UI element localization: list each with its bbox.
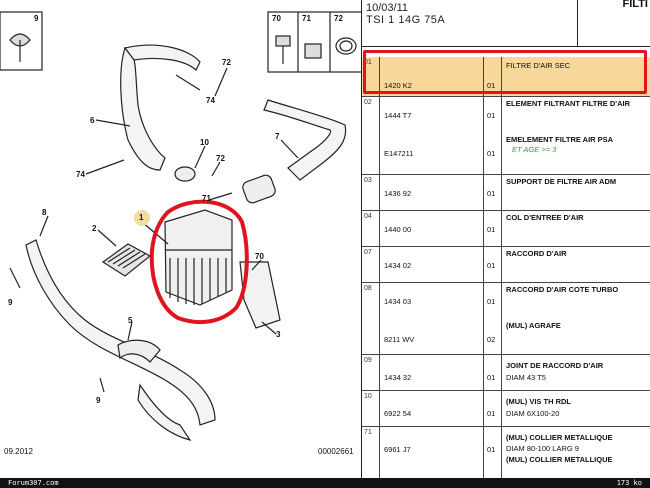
exploded-parts-diagram: 9 70 71 72 72 74 6 10 72 7 74 71 1 2 8 7… bbox=[0, 0, 362, 478]
callout-1: 1 bbox=[139, 213, 144, 222]
part-desc-detail: DIAM 43 T5 bbox=[506, 373, 546, 382]
part-ref: 6922 54 bbox=[384, 409, 412, 418]
part-ref-alt: 8211 WV bbox=[384, 335, 415, 344]
callout-5: 5 bbox=[128, 316, 133, 325]
part-desc: COL D'ENTREE D'AIR bbox=[506, 213, 584, 222]
table-row[interactable]: 71 6961 J7 01 (MUL) COLLIER METALLIQUE D… bbox=[362, 427, 650, 478]
part-ref-alt: E147211 bbox=[384, 149, 414, 158]
row-index: 02 bbox=[362, 97, 380, 174]
part-ref: 1420 K2 bbox=[384, 81, 412, 90]
row-index: 08 bbox=[362, 283, 380, 354]
callout-71-panel: 71 bbox=[302, 14, 311, 23]
part-desc: ELEMENT FILTRANT FILTRE D'AIR bbox=[506, 99, 630, 108]
part-ref: 1434 02 bbox=[384, 261, 412, 270]
parts-table: 01 1420 K2 01 FILTRE D'AIR SEC 02 1444 T… bbox=[362, 46, 650, 478]
part-desc: SUPPORT DE FILTRE AIR ADM bbox=[506, 177, 617, 186]
parts-list-engine: TSI 1 14G 75A bbox=[366, 14, 446, 26]
part-desc: RACCORD D'AIR bbox=[506, 249, 567, 258]
table-row[interactable]: 07 1434 02 01 RACCORD D'AIR bbox=[362, 247, 650, 283]
callout-9-left: 9 bbox=[8, 298, 13, 307]
parts-list-section-title: FILTI bbox=[622, 0, 648, 10]
part-ref: 1434 03 bbox=[384, 297, 412, 306]
part-desc-alt: (MUL) AGRAFE bbox=[506, 321, 561, 330]
part-ref: 1436 92 bbox=[384, 189, 412, 198]
diagram-drawing bbox=[0, 11, 361, 441]
table-row[interactable]: 10 6922 54 01 (MUL) VIS TH RDL DIAM 6X10… bbox=[362, 391, 650, 427]
part-qty: 01 bbox=[487, 445, 496, 454]
part-note: ET AGE >= 3 bbox=[512, 145, 557, 154]
row-index: 01 bbox=[362, 57, 380, 96]
row-index: 03 bbox=[362, 175, 380, 210]
part-desc: RACCORD D'AIR COTE TURBO bbox=[506, 285, 619, 294]
callout-70-panel: 70 bbox=[272, 14, 281, 23]
part-desc-detail: DIAM 6X100-20 bbox=[506, 409, 560, 418]
part-desc: (MUL) VIS TH RDL bbox=[506, 397, 571, 406]
part-qty: 01 bbox=[487, 261, 496, 270]
diagram-date: 09.2012 bbox=[4, 447, 33, 456]
callout-71: 71 bbox=[202, 194, 211, 203]
part-qty: 01 bbox=[487, 189, 496, 198]
callout-3: 3 bbox=[276, 330, 281, 339]
part-ref: 1444 T7 bbox=[384, 111, 412, 120]
part-desc-detail: DIAM 80-100 LARG 9 bbox=[506, 444, 579, 453]
callout-8: 8 bbox=[42, 208, 47, 217]
part-qty: 01 bbox=[487, 373, 496, 382]
table-row[interactable]: 08 1434 03 8211 WV 01 02 RACCORD D'AIR C… bbox=[362, 283, 650, 355]
table-row[interactable]: 01 1420 K2 01 FILTRE D'AIR SEC bbox=[362, 57, 650, 97]
header-divider bbox=[577, 0, 578, 46]
part-desc-next: (MUL) COLLIER METALLIQUE bbox=[506, 455, 613, 464]
row-index: 04 bbox=[362, 211, 380, 246]
part-qty-alt: 02 bbox=[487, 335, 496, 344]
callout-10: 10 bbox=[200, 138, 209, 147]
part-qty: 01 bbox=[487, 297, 496, 306]
row-index: 10 bbox=[362, 391, 380, 426]
table-row[interactable]: 04 1440 00 01 COL D'ENTREE D'AIR bbox=[362, 211, 650, 247]
part-ref: 1434 32 bbox=[384, 373, 412, 382]
callout-72-mid: 72 bbox=[216, 154, 225, 163]
red-annotation-circle bbox=[149, 199, 249, 325]
parts-list-panel: 10/03/11 TSI 1 14G 75A FILTI 01 1420 K2 … bbox=[362, 0, 650, 478]
callout-9-bottom: 9 bbox=[96, 396, 101, 405]
callout-74-top: 74 bbox=[206, 96, 215, 105]
part-desc: (MUL) COLLIER METALLIQUE bbox=[506, 433, 613, 442]
part-ref: 1440 00 bbox=[384, 225, 412, 234]
callout-9-panel: 9 bbox=[34, 14, 39, 23]
part-desc: FILTRE D'AIR SEC bbox=[506, 61, 571, 70]
callout-6: 6 bbox=[90, 116, 95, 125]
parts-list-date: 10/03/11 bbox=[366, 2, 409, 14]
part-ref: 6961 J7 bbox=[384, 445, 411, 454]
callout-72-top: 72 bbox=[222, 58, 231, 67]
callout-70: 70 bbox=[255, 252, 264, 261]
red-annotation-box bbox=[363, 50, 647, 94]
footer-site: Forum307.com bbox=[8, 479, 59, 487]
footer-size: 173 ko bbox=[616, 479, 642, 487]
row-index: 09 bbox=[362, 355, 380, 390]
table-row[interactable]: 02 1444 T7 E147211 01 01 ELEMENT FILTRAN… bbox=[362, 97, 650, 175]
callout-72-panel: 72 bbox=[334, 14, 343, 23]
diagram-ref-code: 00002661 bbox=[318, 447, 354, 456]
part-qty: 01 bbox=[487, 409, 496, 418]
callout-2: 2 bbox=[92, 224, 97, 233]
image-footer-bar: Forum307.com 173 ko bbox=[0, 478, 650, 488]
part-qty-alt: 01 bbox=[487, 149, 496, 158]
row-index: 71 bbox=[362, 427, 380, 478]
callout-7: 7 bbox=[275, 132, 280, 141]
part-qty: 01 bbox=[487, 81, 496, 90]
part-desc: JOINT DE RACCORD D'AIR bbox=[506, 361, 604, 370]
part-qty: 01 bbox=[487, 225, 496, 234]
callout-74-left: 74 bbox=[76, 170, 85, 179]
part-desc-alt: EMELEMENT FILTRE AIR PSA bbox=[506, 135, 614, 144]
part-qty: 01 bbox=[487, 111, 496, 120]
table-row[interactable]: 03 1436 92 01 SUPPORT DE FILTRE AIR ADM bbox=[362, 175, 650, 211]
row-index: 07 bbox=[362, 247, 380, 282]
table-row[interactable]: 09 1434 32 01 JOINT DE RACCORD D'AIR DIA… bbox=[362, 355, 650, 391]
